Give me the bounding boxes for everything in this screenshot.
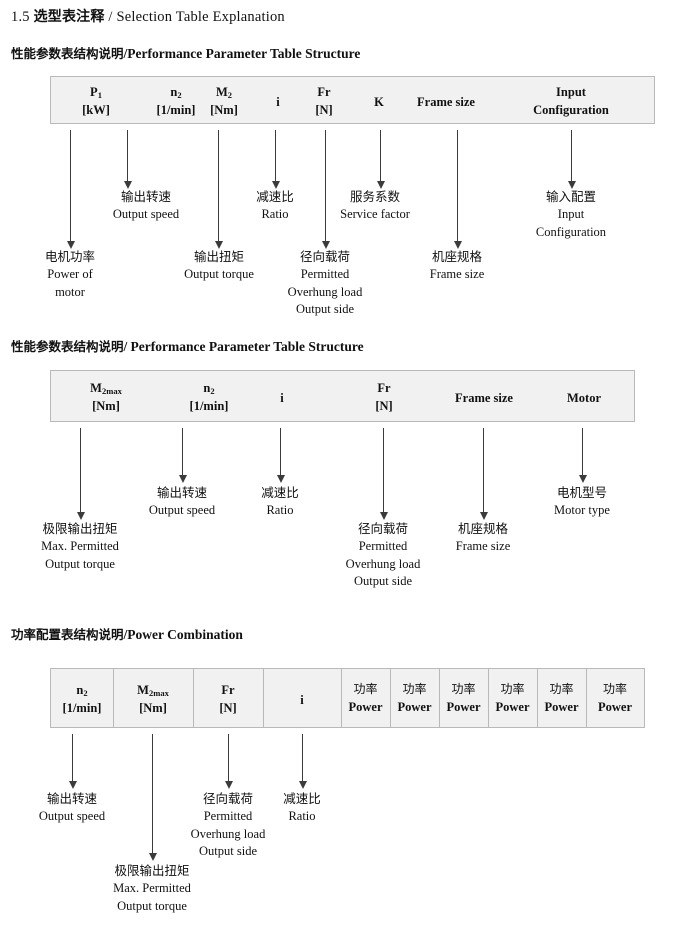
table3-divider-9 [586,669,587,727]
table1-col-p1: P1 [kW] [82,85,110,118]
arrow-to-ratio-2 [276,428,285,483]
arrow-to-power-of-motor [66,130,75,249]
table3-col-m2max: M2max [Nm] [137,683,169,716]
table2-col-n2: n2 [1/min] [189,381,229,414]
callout-service-factor: 服务系数 Service factor [340,189,410,221]
callout-ratio-2: 减速比 Ratio [261,485,299,517]
callout-motor-type: 电机型号 Motor type [554,485,610,517]
table3-col-power-3: 功率 Power [446,682,481,715]
page-title-separator: / [108,9,113,25]
callout-frame-size: 机座规格 Frame size [429,249,485,281]
callout-max-permitted-output-torque-3: 极限输出扭矩 Max. Permitted Output torque [113,863,191,913]
callout-permitted-overhung-load: 径向载荷 Permitted Overhung load Output side [287,249,363,317]
power-combination-table: n2 [1/min] M2max [Nm] Fr [N] i 功率 Power … [50,668,645,728]
arrow-to-output-speed [123,130,132,189]
arrow-to-permitted-overhung-load-2 [379,428,388,520]
callout-output-torque: 输出扭矩 Output torque [184,249,254,281]
section-1-heading-en: Performance Parameter Table Structure [127,46,361,61]
section-1-heading: 性能参数表结构说明/Performance Parameter Table St… [11,43,360,62]
arrow-to-output-speed-3 [68,734,77,789]
table3-divider-7 [488,669,489,727]
performance-parameter-table-2: M2max [Nm] n2 [1/min] i Fr [N] Frame siz… [50,370,635,422]
section-2-heading-sep: / [123,339,128,354]
arrow-to-frame-size-2 [479,428,488,520]
callout-ratio-3: 减速比 Ratio [283,791,321,823]
table3-col-power-5: 功率 Power [544,682,579,715]
arrow-to-ratio-3 [298,734,307,789]
page-title: 1.5 选型表注释 / Selection Table Explanation [11,6,285,26]
table3-divider-6 [439,669,440,727]
arrow-to-output-speed-2 [178,428,187,483]
table1-col-m2: M2 [Nm] [210,85,238,118]
callout-power-of-motor: 电机功率 Power of motor [44,249,96,299]
arrow-to-max-permitted-output-torque-3 [148,734,157,861]
section-2-heading-en: Performance Parameter Table Structure [130,339,364,354]
arrow-to-permitted-overhung-load-3 [224,734,233,789]
table1-col-i: i [276,95,280,109]
callout-output-speed-3: 输出转速 Output speed [38,791,106,823]
table3-divider-4 [341,669,342,727]
arrow-to-frame-size [453,130,462,249]
arrow-to-service-factor [376,130,385,189]
table3-divider-8 [537,669,538,727]
section-1-heading-cn: 性能参数表结构说明 [11,46,124,61]
table1-col-k: K [374,95,384,109]
table3-col-power-2: 功率 Power [397,682,432,715]
arrow-to-permitted-overhung-load [321,130,330,249]
table3-divider-2 [193,669,194,727]
callout-output-speed: 输出转速 Output speed [112,189,180,221]
performance-parameter-table-1: P1 [kW] n2 [1/min] M2 [Nm] i Fr [N] K Fr… [50,76,655,124]
page-title-cn: 选型表注释 [33,9,105,25]
table2-col-motor: Motor [566,391,601,405]
table3-col-n2: n2 [1/min] [62,683,102,716]
arrow-to-motor-type [578,428,587,483]
page-title-number: 1.5 [11,9,30,25]
callout-frame-size-2: 机座规格 Frame size [455,521,511,553]
table1-col-frame-size: Frame size [417,95,475,109]
arrow-to-ratio [271,130,280,189]
section-2-heading-cn: 性能参数表结构说明 [11,339,124,354]
table2-col-m2max: M2max [Nm] [90,381,122,414]
arrow-to-output-torque [214,130,223,249]
arrow-to-max-permitted-output-torque [76,428,85,520]
callout-output-speed-2: 输出转速 Output speed [148,485,216,517]
callout-max-permitted-output-torque: 极限输出扭矩 Max. Permitted Output torque [41,521,119,571]
table2-col-i: i [280,391,284,405]
callout-input-configuration: 输入配置 Input Configuration [535,189,607,239]
callout-permitted-overhung-load-2: 径向载荷 Permitted Overhung load Output side [345,521,421,589]
table3-divider-5 [390,669,391,727]
section-3-heading-en: Power Combination [127,627,243,642]
table3-divider-3 [263,669,264,727]
table2-col-fr: Fr [N] [375,381,393,414]
table1-col-fr: Fr [N] [315,85,333,118]
table2-col-frame-size: Frame size [455,391,513,405]
section-2-heading: 性能参数表结构说明/ Performance Parameter Table S… [11,336,364,355]
table3-col-fr: Fr [N] [219,683,237,716]
section-3-heading: 功率配置表结构说明/Power Combination [11,624,243,643]
section-1-heading-sep: / [123,46,128,61]
table3-col-power-4: 功率 Power [495,682,530,715]
section-3-heading-sep: / [123,627,128,642]
table1-col-n2: n2 [1/min] [156,85,196,118]
table3-col-power-1: 功率 Power [348,682,383,715]
table3-divider-1 [113,669,114,727]
callout-ratio: 减速比 Ratio [256,189,294,221]
table3-col-power-6: 功率 Power [597,682,632,715]
callout-permitted-overhung-load-3: 径向载荷 Permitted Overhung load Output side [190,791,266,859]
table1-col-input-configuration: Input Configuration [533,85,609,118]
arrow-to-input-configuration [567,130,576,189]
page-title-en: Selection Table Explanation [116,9,285,25]
table3-col-i: i [300,693,304,707]
section-3-heading-cn: 功率配置表结构说明 [11,627,124,642]
